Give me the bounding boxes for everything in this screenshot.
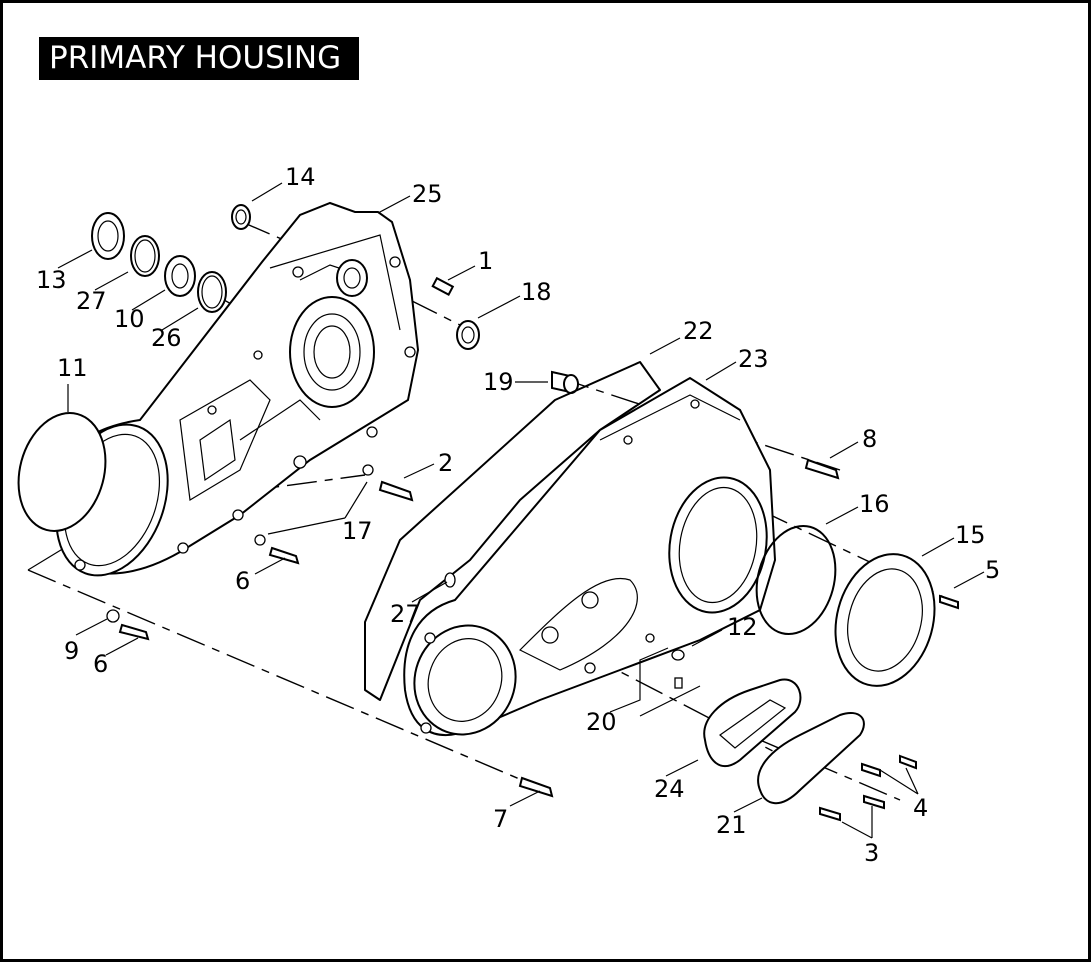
callout-8: 8 [862,425,877,453]
callout-10: 10 [114,305,145,333]
fasteners [106,458,959,822]
leader-lines [57,182,985,839]
callout-1: 1 [478,247,493,275]
callout-14: 14 [285,163,316,191]
callout-9: 9 [64,637,79,665]
derby-cover-15 [834,553,936,687]
gasket-27-small [444,572,456,588]
callout-7: 7 [493,805,508,833]
callout-3: 3 [864,839,879,867]
callout-20: 20 [586,708,617,736]
exploded-view-drawing: 14 25 13 27 10 26 1 18 11 22 23 19 8 2 1… [17,163,1000,867]
callout-6-lower: 6 [93,650,108,678]
inspection-cover-21 [757,712,865,805]
callout-4: 4 [913,794,928,822]
callout-27-upper: 27 [76,287,107,315]
callout-18: 18 [521,278,552,306]
callout-5: 5 [985,556,1000,584]
callout-labels: 14 25 13 27 10 26 1 18 11 22 23 19 8 2 1… [36,163,1000,867]
gasket-16 [755,524,837,636]
diagram-title: PRIMARY HOUSING [39,37,359,80]
callout-2: 2 [438,449,453,477]
callout-23: 23 [738,345,769,373]
callout-24: 24 [654,775,685,803]
gasket-22 [364,361,661,701]
dowel-and-seals [431,276,579,394]
callout-11: 11 [57,354,88,382]
callout-19: 19 [483,368,514,396]
callout-16: 16 [859,490,890,518]
callout-27-lower: 27 [390,600,421,628]
callout-22: 22 [683,317,714,345]
inspection-cover-gasket-24 [703,678,802,767]
callout-26: 26 [151,324,182,352]
bearing-seal-stack [91,204,251,313]
gasket-11 [17,412,107,532]
callout-21: 21 [716,811,747,839]
callout-6-upper: 6 [235,567,250,595]
callout-15: 15 [955,521,986,549]
callout-13: 13 [36,266,67,294]
callout-12: 12 [727,613,758,641]
callout-25: 25 [412,180,443,208]
outer-primary-cover [403,376,777,736]
callout-17: 17 [342,517,373,545]
